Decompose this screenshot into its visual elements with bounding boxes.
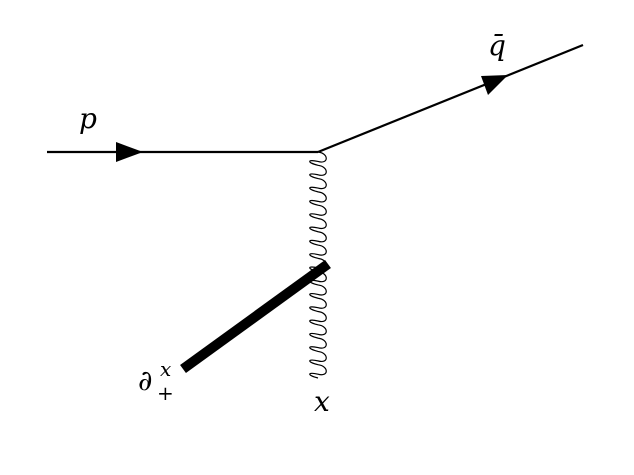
outgoing-antiquark-line xyxy=(317,43,584,154)
operator-superscript: x xyxy=(160,357,171,381)
incoming-momentum-label: p xyxy=(79,102,97,135)
operator-symbol: ∂ xyxy=(138,364,152,397)
operator-insertion-line xyxy=(180,259,331,374)
operator-subscript: + xyxy=(157,381,174,405)
outgoing-arrow xyxy=(481,75,508,95)
outgoing-antiquark-label: q̄ xyxy=(488,29,506,62)
incoming-arrow xyxy=(116,142,143,162)
vertex-position-label: x xyxy=(314,385,330,418)
operator-label: ∂ x + xyxy=(138,357,174,405)
